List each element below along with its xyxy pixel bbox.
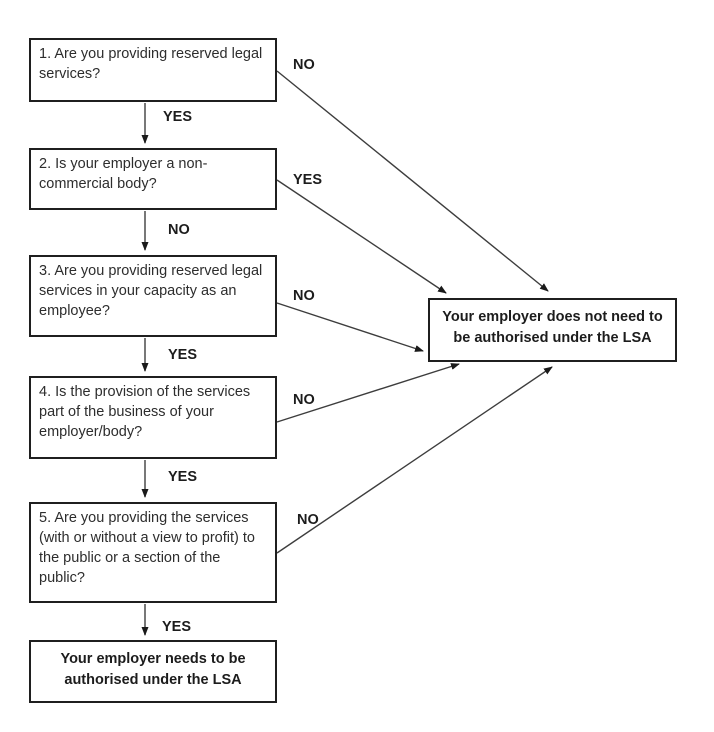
- edge-label-q1-no: NO: [293, 57, 315, 73]
- question-box-4: 4. Is the provision of the services part…: [29, 376, 277, 459]
- edge-label-q5-no: NO: [297, 512, 319, 528]
- edge-label-q2-no: NO: [168, 222, 190, 238]
- edge-label-q2-yes: YES: [293, 172, 323, 188]
- edge-label-q1-yes: YES: [163, 109, 193, 125]
- outcome-box-authorised-needed: Your employer needs to be authorised und…: [29, 640, 277, 703]
- question-box-1: 1. Are you providing reserved legal serv…: [29, 38, 277, 102]
- arrow-q3-no-right: [276, 302, 424, 352]
- arrow-q4-no-right: [276, 363, 460, 423]
- edge-label-q4-yes: YES: [168, 469, 198, 485]
- edge-label-q3-yes: YES: [168, 347, 198, 363]
- edge-label-q3-no: NO: [293, 288, 315, 304]
- question-box-3: 3. Are you providing reserved legal serv…: [29, 255, 277, 337]
- arrow-q1-no-right: [276, 70, 549, 292]
- edge-label-q5-yes: YES: [162, 619, 192, 635]
- arrow-q2-yes-right: [276, 179, 447, 294]
- arrow-q5-no-right: [276, 366, 553, 554]
- edge-label-q4-no: NO: [293, 392, 315, 408]
- question-box-2: 2. Is your employer a non- commercial bo…: [29, 148, 277, 210]
- question-box-5: 5. Are you providing the services (with …: [29, 502, 277, 603]
- outcome-box-authorised-not-needed: Your employer does not need to be author…: [428, 298, 677, 362]
